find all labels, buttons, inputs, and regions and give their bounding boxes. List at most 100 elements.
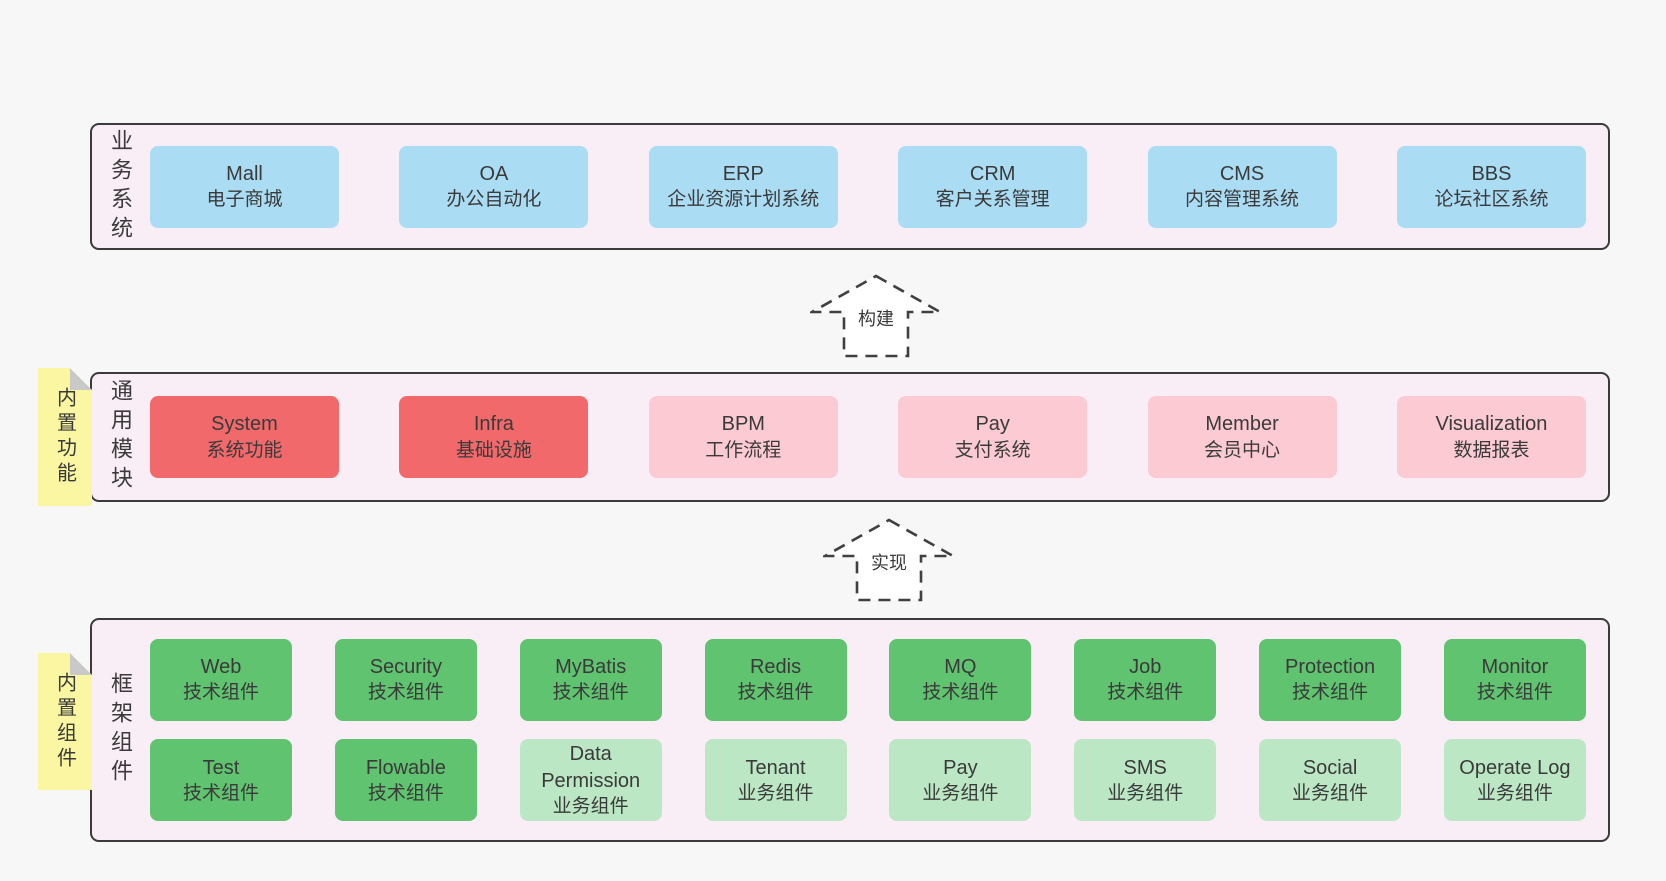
node-title: Pay xyxy=(975,413,1010,436)
node-subtitle: 客户关系管理 xyxy=(935,189,1050,211)
node-title: Data Permission xyxy=(541,743,641,792)
sticky-note-label: 内置组件 xyxy=(53,671,76,772)
node-mall: Mall 电子商城 xyxy=(150,145,339,228)
node-subtitle: 基础设施 xyxy=(455,439,532,461)
node-test: Test 技术组件 xyxy=(150,739,292,822)
components-row-2: Test 技术组件 Flowable 技术组件 Data Permission … xyxy=(150,739,1586,822)
node-subtitle: 论坛社区系统 xyxy=(1434,189,1549,211)
sticky-note-label: 内置功能 xyxy=(53,387,76,487)
node-social: Social 业务组件 xyxy=(1259,739,1402,822)
node-title: Monitor xyxy=(1481,655,1549,678)
node-member: Member 会员中心 xyxy=(1147,396,1337,478)
node-tenant: Tenant 业务组件 xyxy=(704,739,847,822)
node-protection: Protection 技术组件 xyxy=(1259,638,1402,721)
node-redis: Redis 技术组件 xyxy=(704,638,847,721)
band-label-components: 框架组件 xyxy=(108,672,133,788)
node-title: MQ xyxy=(944,655,977,678)
build-arrow-label: 构建 xyxy=(854,304,898,332)
node-title: Tenant xyxy=(745,756,806,779)
node-subtitle: 技术组件 xyxy=(552,682,629,704)
node-title: CMS xyxy=(1219,162,1265,185)
node-title: Protection xyxy=(1285,655,1376,678)
node-web: Web 技术组件 xyxy=(150,638,292,721)
node-title: Social xyxy=(1302,756,1358,779)
node-title: CRM xyxy=(969,162,1016,185)
common-modules-band: 通用模块 System 系统功能 Infra 基础设施 BPM 工作流程 Pay… xyxy=(90,372,1610,502)
folded-corner-icon xyxy=(70,368,92,390)
node-pay-system: Pay 支付系统 xyxy=(898,396,1088,478)
node-mybatis: MyBatis 技术组件 xyxy=(519,638,662,721)
node-subtitle: 技术组件 xyxy=(1107,682,1184,704)
node-title: System xyxy=(211,413,278,436)
node-erp: ERP 企业资源计划系统 xyxy=(648,145,838,228)
framework-components-band: 框架组件 Web 技术组件 Security 技术组件 MyBatis 技术组件… xyxy=(90,618,1610,842)
node-job: Job 技术组件 xyxy=(1074,638,1217,721)
node-sms: SMS 业务组件 xyxy=(1074,739,1217,822)
node-system: System 系统功能 xyxy=(150,396,339,478)
build-arrow: 构建 xyxy=(810,274,942,358)
node-subtitle: 技术组件 xyxy=(1476,682,1553,704)
node-subtitle: 技术组件 xyxy=(367,782,444,804)
node-oa: OA 办公自动化 xyxy=(399,145,589,228)
node-subtitle: 会员中心 xyxy=(1204,439,1281,461)
folded-corner-icon xyxy=(70,653,92,675)
node-subtitle: 业务组件 xyxy=(1292,782,1369,804)
node-subtitle: 业务组件 xyxy=(552,796,629,818)
components-rows: Web 技术组件 Security 技术组件 MyBatis 技术组件 Redi… xyxy=(148,620,1608,840)
node-crm: CRM 客户关系管理 xyxy=(898,145,1088,228)
node-title: BPM xyxy=(721,413,765,436)
node-subtitle: 业务组件 xyxy=(1107,782,1184,804)
node-cms: CMS 内容管理系统 xyxy=(1147,145,1337,228)
node-security: Security 技术组件 xyxy=(334,638,477,721)
node-subtitle: 工作流程 xyxy=(705,439,782,461)
node-operate-log: Operate Log 业务组件 xyxy=(1443,739,1586,822)
node-title: MyBatis xyxy=(555,655,627,678)
node-pay-component: Pay 业务组件 xyxy=(889,739,1032,822)
node-mq: MQ 技术组件 xyxy=(889,638,1032,721)
node-subtitle: 业务组件 xyxy=(922,782,999,804)
node-subtitle: 业务组件 xyxy=(737,782,814,804)
node-bbs: BBS 论坛社区系统 xyxy=(1396,145,1586,228)
business-systems-band: 业务系统 Mall 电子商城 OA 办公自动化 ERP 企业资源计划系统 CRM… xyxy=(90,123,1610,250)
node-subtitle: 系统功能 xyxy=(206,439,283,461)
node-subtitle: 电子商城 xyxy=(206,189,283,211)
node-title: Security xyxy=(369,655,442,678)
node-title: Infra xyxy=(473,413,514,436)
node-subtitle: 技术组件 xyxy=(737,682,814,704)
node-flowable: Flowable 技术组件 xyxy=(334,739,477,822)
node-subtitle: 支付系统 xyxy=(954,439,1031,461)
implement-arrow: 实现 xyxy=(823,518,955,602)
node-subtitle: 业务组件 xyxy=(1476,782,1553,804)
node-subtitle: 企业资源计划系统 xyxy=(667,189,820,211)
node-subtitle: 技术组件 xyxy=(1292,682,1369,704)
business-boxes: Mall 电子商城 OA 办公自动化 ERP 企业资源计划系统 CRM 客户关系… xyxy=(148,125,1608,248)
node-title: Member xyxy=(1205,413,1279,436)
node-title: Web xyxy=(200,655,242,678)
sticky-note-builtin-components: 内置组件 xyxy=(38,653,92,790)
node-title: Visualization xyxy=(1435,413,1548,436)
band-label-modules: 通用模块 xyxy=(108,379,133,495)
node-title: ERP xyxy=(722,162,764,185)
node-title: Mall xyxy=(226,162,263,185)
node-title: Test xyxy=(202,756,240,779)
node-title: Job xyxy=(1129,655,1162,678)
sticky-note-builtin-features: 内置功能 xyxy=(38,368,92,506)
node-monitor: Monitor 技术组件 xyxy=(1443,638,1586,721)
node-title: BBS xyxy=(1471,162,1512,185)
node-title: Flowable xyxy=(365,756,446,779)
band-label-business: 业务系统 xyxy=(108,128,133,245)
node-title: OA xyxy=(479,162,509,185)
node-title: Operate Log xyxy=(1459,756,1571,779)
node-subtitle: 技术组件 xyxy=(367,682,444,704)
node-title: Redis xyxy=(749,655,802,678)
node-subtitle: 技术组件 xyxy=(182,682,259,704)
node-infra: Infra 基础设施 xyxy=(399,396,589,478)
node-title: SMS xyxy=(1123,756,1167,779)
node-visualization: Visualization 数据报表 xyxy=(1396,396,1586,478)
modules-boxes: System 系统功能 Infra 基础设施 BPM 工作流程 Pay 支付系统… xyxy=(148,374,1608,500)
components-row-1: Web 技术组件 Security 技术组件 MyBatis 技术组件 Redi… xyxy=(150,638,1586,721)
node-subtitle: 技术组件 xyxy=(182,782,259,804)
node-data-permission: Data Permission 业务组件 xyxy=(519,739,662,822)
implement-arrow-label: 实现 xyxy=(867,548,911,576)
